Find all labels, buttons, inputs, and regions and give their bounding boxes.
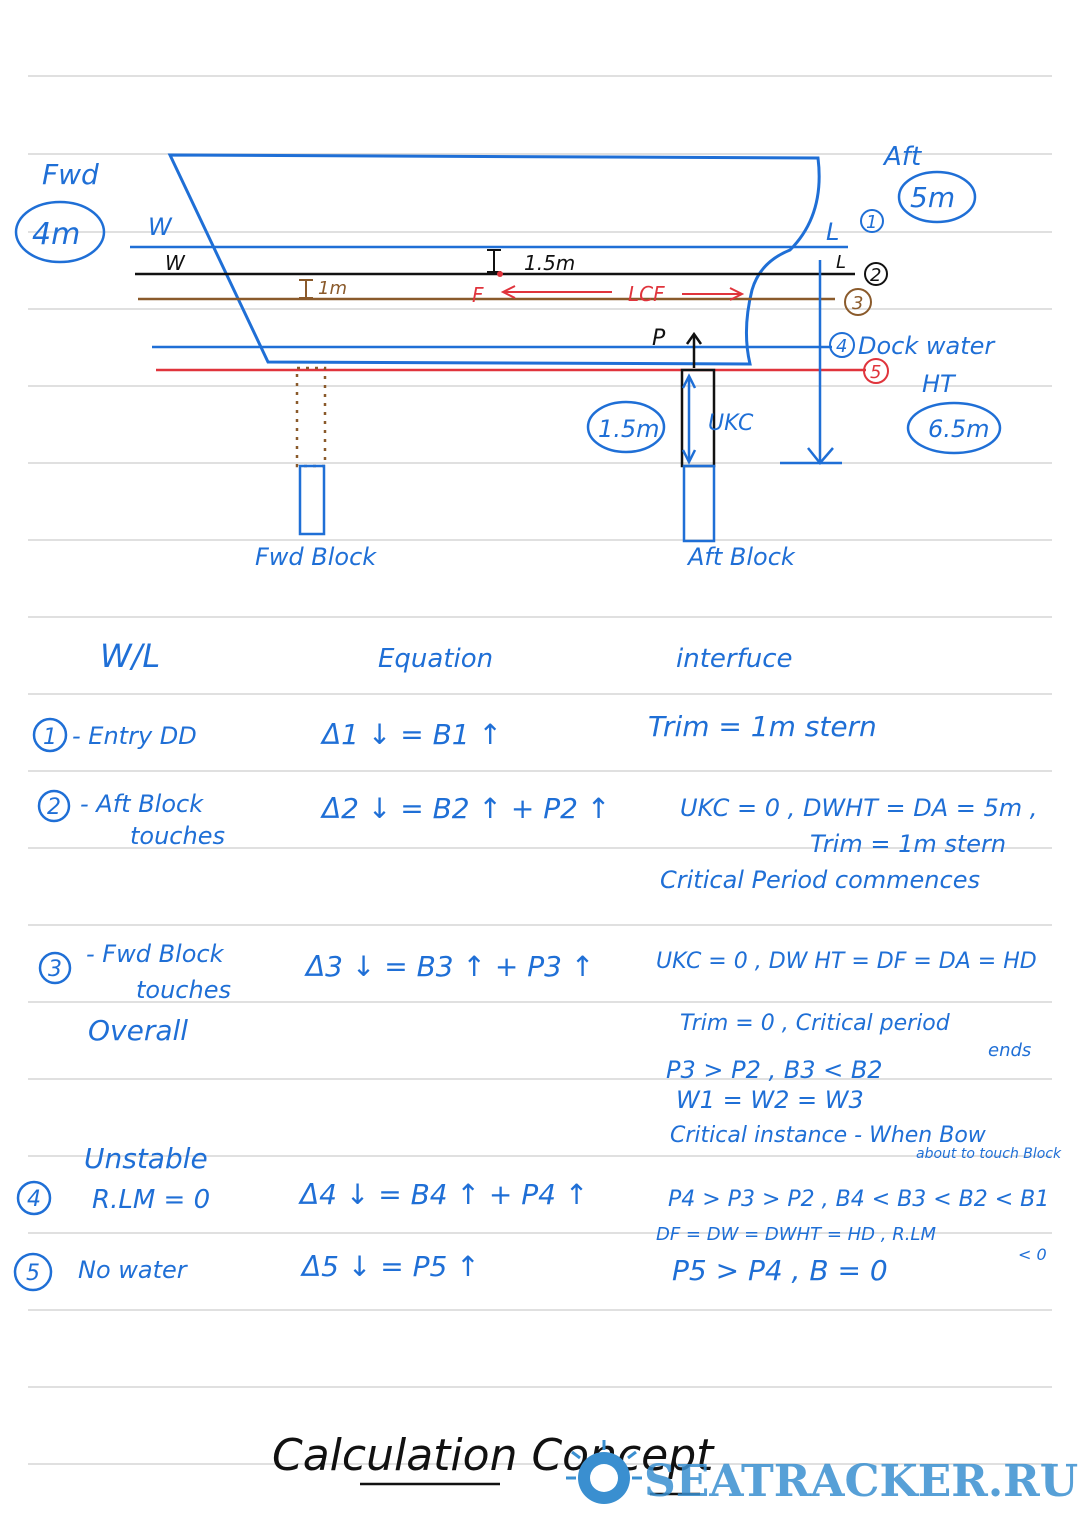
ukc-label: UKC [708, 411, 754, 436]
fwd-block-ghost [295, 366, 327, 468]
wl2-w-label: W [165, 251, 186, 275]
sun-logo-icon [566, 1440, 642, 1504]
p-force-label: P [652, 326, 666, 351]
row4-number: 4 [27, 1187, 41, 1212]
row1-stage: - Entry DD [72, 722, 197, 750]
lcf-arrow [500, 285, 745, 301]
row3-equation: Δ3 ↓ = B3 ↑ + P3 ↑ [304, 950, 594, 983]
row1-number-circle [32, 717, 68, 753]
gap-1-label: 1m [318, 278, 347, 299]
aft-block [682, 464, 716, 543]
row4-equation: Δ4 ↓ = B4 ↑ + P4 ↑ [298, 1178, 588, 1211]
row5-inference: P5 > P4 , B = 0 [672, 1254, 888, 1287]
row4-inference-line3: < 0 [1018, 1245, 1047, 1264]
row3-inference-line5: W1 = W2 = W3 [676, 1086, 864, 1114]
watermark: SEATRACKER.RU [644, 1456, 1078, 1507]
row2-number-circle [37, 789, 71, 823]
row2-stage-line2: touches [130, 822, 225, 850]
ukc-arrow [681, 373, 697, 465]
footer: Calculation Concept SEATRACKER.RU [272, 1430, 1078, 1507]
row3-stage-line1: - Fwd Block [86, 940, 225, 968]
aft-draft-label: 5m [910, 181, 955, 214]
dry-dock-diagram: Fwd 4m Aft 5m W L W L 1 2 3 4 5 1.5m 1m … [14, 142, 1002, 571]
p-force-arrow [685, 331, 703, 368]
row2-inference-line3: Critical Period commences [660, 866, 980, 894]
gap-15-label: 1.5m [524, 251, 575, 275]
row3-inference-line3: ends [988, 1040, 1031, 1061]
ht-value-label: 6.5m [928, 415, 990, 443]
fwd-block-label: Fwd Block [255, 543, 377, 571]
row4-number-circle [16, 1180, 52, 1216]
gap-arrow-15 [487, 249, 501, 273]
aft-draft-circle [897, 170, 977, 224]
row3-inference-line7: about to touch Block [916, 1146, 1062, 1162]
row3-inference-line6: Critical instance - When Bow [670, 1123, 987, 1148]
row4-inference-line1: P4 > P3 > P2 , B4 < B3 < B2 < B1 [668, 1187, 1049, 1212]
wl2-number: 2 [870, 265, 881, 286]
fwd-draft-label: 4m [32, 217, 80, 252]
page-title: Calculation Concept [272, 1430, 715, 1481]
row3-inference-line1: UKC = 0 , DW HT = DF = DA = HD [656, 949, 1037, 974]
row1-number: 1 [43, 725, 57, 750]
row2-stage-line1: - Aft Block [80, 790, 204, 818]
row3-inference-line2: Trim = 0 , Critical period [680, 1011, 951, 1036]
row5-number: 5 [26, 1261, 40, 1286]
row4-inference-line2: DF = DW = DWHT = HD , R.LM [656, 1224, 936, 1245]
wl1-l-label: L [826, 218, 839, 246]
row3-inference-line4: P3 > P2 , B3 < B2 [666, 1056, 883, 1084]
row3-number: 3 [48, 957, 62, 982]
aft-label: Aft [882, 142, 922, 172]
wl1-w-label: W [148, 213, 173, 241]
wl5-circle [863, 358, 889, 384]
row1-inference: Trim = 1m stern [648, 710, 877, 743]
row4-stage-line1: Unstable [84, 1142, 208, 1175]
wl2-circle [864, 262, 888, 286]
row2-number: 2 [47, 795, 61, 820]
gap-arrow-1 [299, 279, 313, 299]
f-point-label: F [472, 283, 484, 307]
row2-inference-line1: UKC = 0 , DWHT = DA = 5m , [680, 794, 1037, 822]
ukc-value-circle [586, 400, 666, 454]
ukc-value-label: 1.5m [598, 415, 660, 443]
aft-block-label: Aft Block [686, 543, 796, 571]
height-tide-arrow [780, 260, 842, 465]
wl4-circle [829, 332, 855, 358]
ship-hull [167, 153, 821, 366]
row3-stage-line2: touches [136, 976, 231, 1004]
row2-equation: Δ2 ↓ = B2 ↑ + P2 ↑ [320, 792, 610, 825]
row2-inference-line2: Trim = 1m stern [810, 830, 1006, 858]
row3-number-circle [38, 951, 72, 985]
wl1-circle [860, 209, 884, 233]
row5-equation: Δ5 ↓ = P5 ↑ [300, 1250, 480, 1283]
wl2-l-label: L [836, 252, 846, 273]
ruled-lines [28, 75, 1052, 1465]
f-point [497, 271, 503, 277]
header-wl: W/L [100, 637, 160, 675]
lcf-label: LCF [628, 282, 665, 306]
fwd-label: Fwd [42, 158, 99, 191]
header-inference: interfuce [676, 644, 793, 674]
wl4-number: 4 [836, 336, 847, 357]
fwd-draft-circle [14, 200, 106, 264]
waterline-table: W/L Equation interfuce 1 - Entry DD Δ1 ↓… [13, 637, 1062, 1292]
ht-value-circle [906, 401, 1002, 455]
wl3-number: 3 [852, 293, 863, 314]
row5-number-circle [13, 1252, 53, 1292]
row5-stage: No water [78, 1256, 189, 1284]
wl1-number: 1 [866, 212, 877, 233]
fwd-block [298, 464, 326, 536]
wl5-number: 5 [870, 362, 881, 383]
ht-label: HT [922, 370, 957, 398]
header-equation: Equation [378, 644, 493, 674]
wl3-circle [844, 288, 872, 316]
row1-equation: Δ1 ↓ = B1 ↑ [320, 718, 502, 751]
row4-stage-line2: R.LM = 0 [92, 1185, 210, 1215]
dock-water-label: Dock water [858, 332, 996, 360]
row3-stage-line3: Overall [88, 1014, 188, 1047]
